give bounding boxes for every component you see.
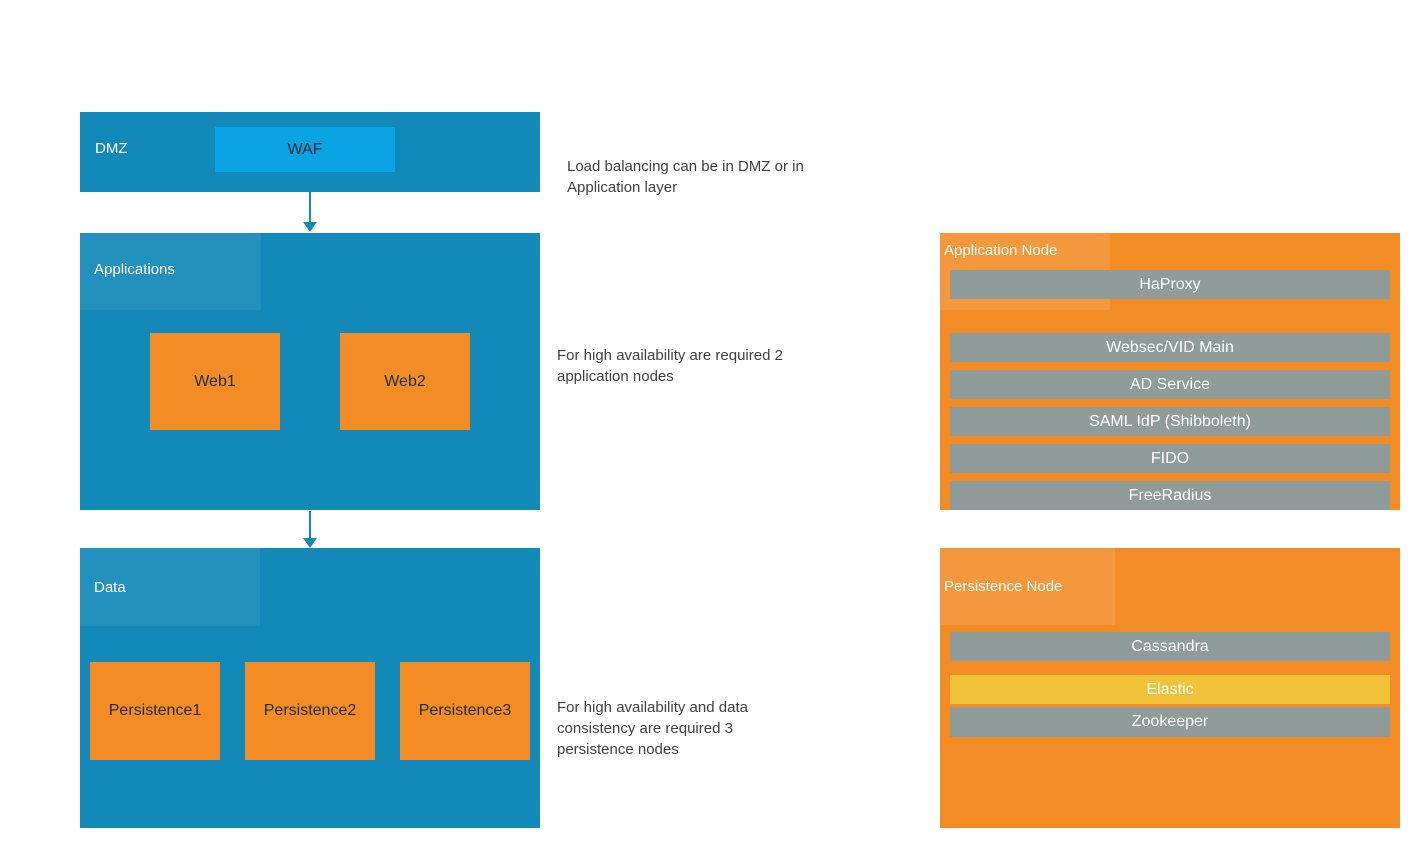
- persistence2-node-label: Persistence2: [263, 702, 357, 719]
- service-bar-ad-service: AD Service: [950, 370, 1390, 399]
- service-bar-websec-vid-main: Websec/VID Main: [950, 333, 1390, 362]
- persistence2-node: Persistence2: [245, 662, 375, 760]
- application-node-title: Application Node: [944, 242, 1058, 259]
- annotation-application-nodes: For high availability are required 2 app…: [557, 347, 783, 385]
- web2-node: Web2: [340, 333, 470, 430]
- waf-node-label: WAF: [287, 140, 323, 158]
- annotation-persistence-nodes: For high availability and data consisten…: [557, 699, 748, 758]
- applications-layer-label: Applications: [94, 261, 175, 278]
- arrow-line: [309, 192, 311, 222]
- dmz-layer-label: DMZ: [95, 140, 128, 157]
- dmz-to-applications-arrow: [303, 192, 317, 232]
- service-bar-fido: FIDO: [950, 444, 1390, 473]
- arrow-line: [309, 511, 311, 538]
- application-node-panel: Application Node HaProxy Websec/VID Main…: [940, 233, 1400, 510]
- persistence1-node: Persistence1: [90, 662, 220, 760]
- web1-node-label: Web1: [194, 372, 236, 390]
- applications-to-data-arrow: [303, 511, 317, 548]
- persistence-node-title: Persistence Node: [944, 578, 1063, 595]
- service-bar-freeradius: FreeRadius: [950, 481, 1390, 510]
- web1-node: Web1: [150, 333, 280, 430]
- service-bar-zookeeper: Zookeeper: [950, 707, 1390, 737]
- service-bar-saml-idp-shibboleth: SAML IdP (Shibboleth): [950, 407, 1390, 436]
- web2-node-label: Web2: [384, 372, 426, 390]
- waf-node: WAF: [215, 127, 395, 172]
- persistence3-node: Persistence3: [400, 662, 530, 760]
- annotation-load-balancing: Load balancing can be in DMZ or in Appli…: [567, 158, 804, 196]
- persistence-node-panel: Persistence Node Cassandra Elastic Zooke…: [940, 548, 1400, 828]
- persistence1-node-label: Persistence1: [108, 702, 202, 719]
- persistence3-node-label: Persistence3: [418, 702, 512, 719]
- data-layer: Data Persistence1 Persistence2 Persisten…: [80, 548, 540, 828]
- arrow-head: [303, 538, 317, 548]
- dmz-layer: DMZ WAF: [80, 112, 540, 192]
- applications-layer: Applications Web1 Web2: [80, 233, 540, 510]
- service-bar-elastic: Elastic: [950, 675, 1390, 704]
- arrow-head: [303, 222, 317, 232]
- data-layer-label: Data: [94, 579, 126, 596]
- service-bar-cassandra: Cassandra: [950, 632, 1390, 661]
- service-bar-haproxy: HaProxy: [950, 270, 1390, 299]
